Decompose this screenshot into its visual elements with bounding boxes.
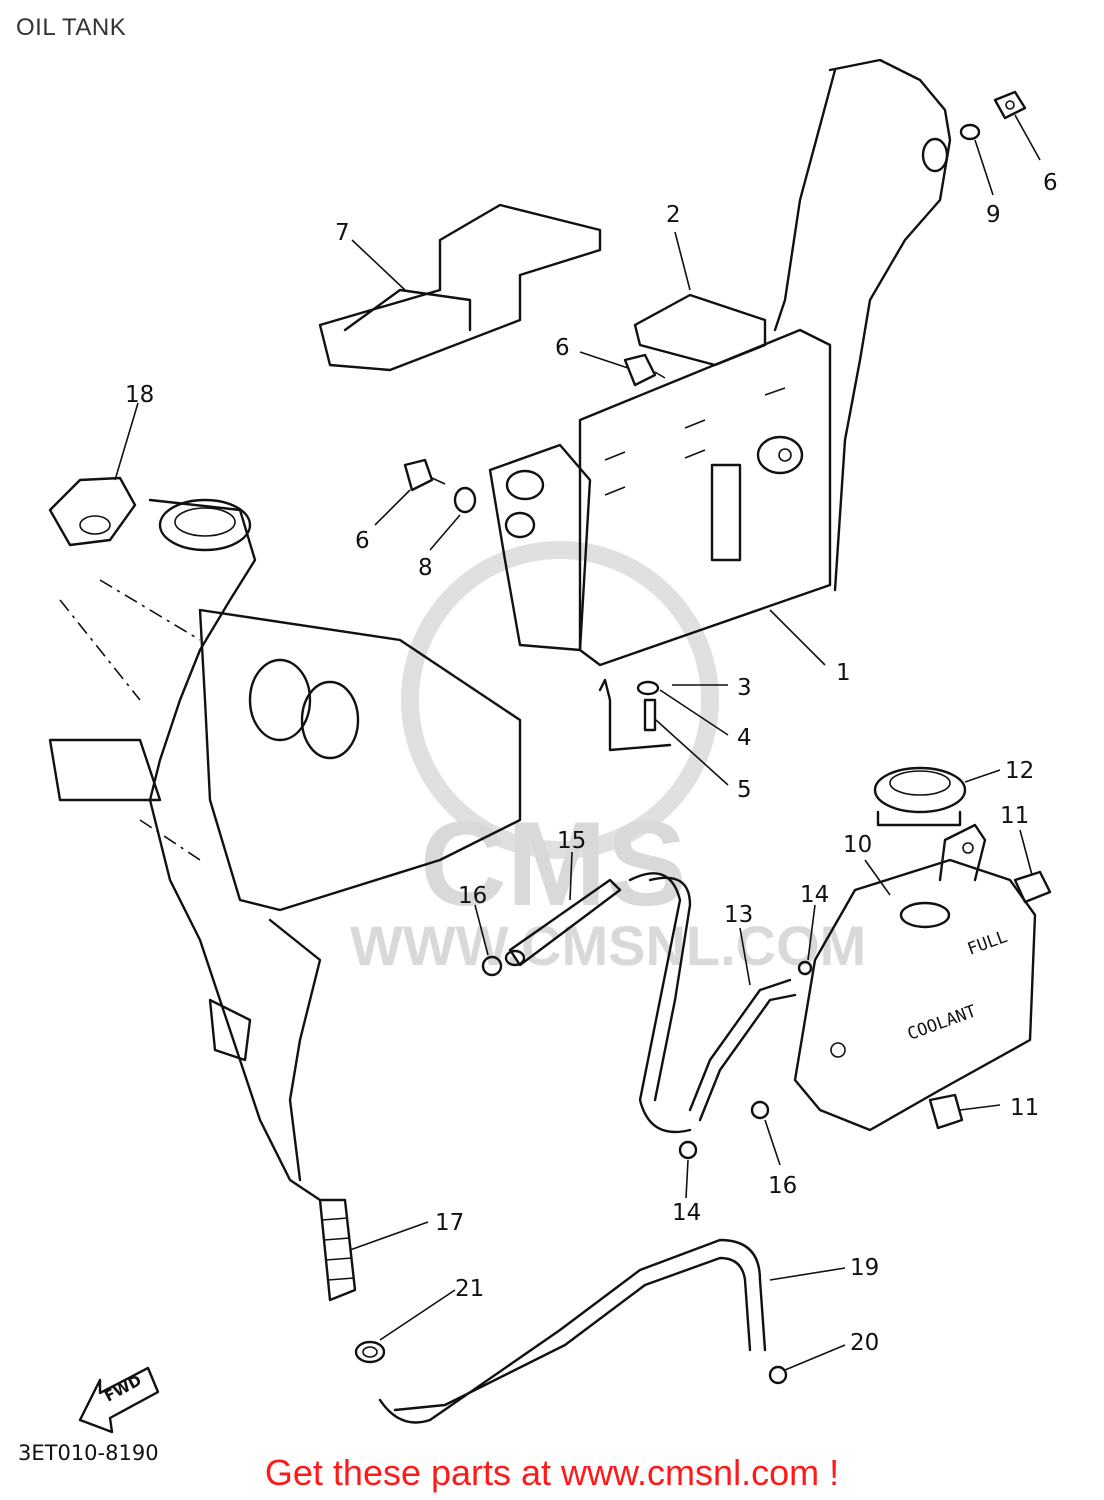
callout-11-upper: 11 xyxy=(1000,803,1029,829)
callout-7: 7 xyxy=(335,220,350,246)
clamp-part-21 xyxy=(354,1340,386,1364)
clamp-part-16-upper xyxy=(481,955,503,977)
callout-10: 10 xyxy=(843,832,872,858)
callout-6-left: 6 xyxy=(355,528,370,554)
callout-13: 13 xyxy=(724,902,753,928)
callout-4: 4 xyxy=(737,725,752,751)
clamp-part-16-lower xyxy=(750,1100,770,1120)
washer-part-4 xyxy=(636,680,660,696)
page-title: OIL TANK xyxy=(16,14,127,41)
callout-21: 21 xyxy=(455,1276,484,1302)
bolt-part-11-lower xyxy=(928,1093,964,1130)
callouts: 1 2 3 4 5 6 6 6 7 8 9 10 11 11 12 13 14 … xyxy=(125,170,1058,1356)
callout-20: 20 xyxy=(850,1330,879,1356)
callout-19: 19 xyxy=(850,1255,879,1281)
cover-part-7 xyxy=(318,203,602,372)
frame xyxy=(48,498,522,1202)
clamp-part-20 xyxy=(768,1365,788,1385)
cta-link[interactable]: Get these parts at www.cmsnl.com ! xyxy=(264,1452,840,1493)
callout-1: 1 xyxy=(836,660,851,686)
callout-11-lower: 11 xyxy=(1010,1095,1039,1121)
callout-8: 8 xyxy=(418,555,433,581)
callout-16-lower: 16 xyxy=(768,1173,797,1199)
clamp-part-14-upper xyxy=(797,960,813,976)
callout-9: 9 xyxy=(986,202,1001,228)
collar-part-8 xyxy=(453,486,477,514)
strainer-part-17 xyxy=(318,1198,357,1302)
diagram-code: 3ET010-8190 xyxy=(18,1441,159,1465)
hose-part-15 xyxy=(504,878,622,967)
watermark-logo: CMS xyxy=(420,797,687,931)
watermark: CMS WWW.CMSNL.COM xyxy=(350,541,866,977)
tank-label-full: FULL xyxy=(965,927,1010,960)
callout-2: 2 xyxy=(666,202,681,228)
coolant-reservoir-part-10: FULL COOLANT xyxy=(793,823,1037,1132)
tank-label-coolant: COOLANT xyxy=(905,1001,979,1044)
filler-cap-part-18 xyxy=(48,476,137,547)
callout-14-lower: 14 xyxy=(672,1200,701,1226)
bolt-part-6-center xyxy=(623,353,666,387)
side-bracket xyxy=(773,58,952,592)
fwd-arrow-icon: FWD xyxy=(78,1366,160,1434)
callout-6-center: 6 xyxy=(555,335,570,361)
callout-3: 3 xyxy=(737,675,752,701)
callout-14-upper: 14 xyxy=(800,882,829,908)
oil-tank-body xyxy=(488,328,832,667)
washer-part-9 xyxy=(959,123,981,141)
cap-part-12 xyxy=(873,766,967,827)
leader-lines xyxy=(114,114,1041,1371)
hose-part-13 xyxy=(628,872,797,1134)
bolt-part-6-left xyxy=(403,458,446,492)
stay-part-3 xyxy=(598,678,672,752)
pad-part-2 xyxy=(633,293,767,367)
callout-17: 17 xyxy=(435,1210,464,1236)
watermark-url: WWW.CMSNL.COM xyxy=(350,914,866,977)
fwd-label: FWD xyxy=(101,1371,144,1405)
bolt-part-6 xyxy=(993,90,1027,120)
clamp-part-14-lower xyxy=(678,1140,698,1160)
callout-15: 15 xyxy=(557,828,586,854)
callout-5: 5 xyxy=(737,777,752,803)
bolt-part-11-upper xyxy=(1013,870,1052,904)
hose-part-19 xyxy=(378,1238,767,1424)
callout-16-upper: 16 xyxy=(458,883,487,909)
bolt-part-5 xyxy=(643,698,657,732)
callout-18: 18 xyxy=(125,382,154,408)
callout-12: 12 xyxy=(1005,758,1034,784)
callout-6-top-right: 6 xyxy=(1043,170,1058,196)
